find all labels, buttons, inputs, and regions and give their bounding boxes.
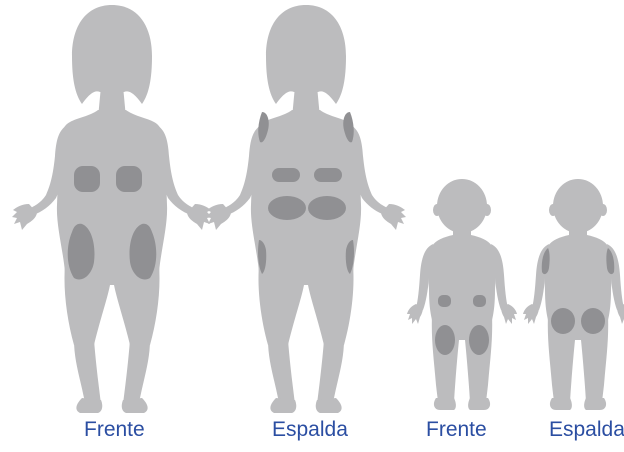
zone-upper-arm-left: [258, 112, 269, 143]
child-front-figure: [407, 179, 517, 410]
zone-child-upper-arm-right: [606, 248, 615, 275]
child-front-label: Frente: [426, 418, 487, 441]
zone-child-abdomen-left: [438, 295, 451, 307]
zone-lower-back-left: [272, 168, 300, 182]
child-back-figure: [523, 179, 624, 410]
zone-child-upper-arm-left: [541, 248, 550, 275]
adult-front-figure: [12, 5, 212, 413]
adult-front-silhouette: [12, 5, 212, 413]
zone-child-buttock-right: [581, 308, 605, 334]
adult-back-figure: [206, 5, 406, 413]
zone-abdomen-left: [74, 166, 100, 192]
adult-back-silhouette: [206, 5, 406, 413]
zone-buttock-left: [268, 196, 306, 220]
zone-child-buttock-left: [551, 308, 575, 334]
zone-buttock-right: [308, 196, 346, 220]
zone-outer-thigh-left: [258, 240, 267, 274]
zone-upper-arm-right: [343, 112, 354, 143]
adult-front-label: Frente: [84, 418, 145, 441]
zone-abdomen-right: [116, 166, 142, 192]
zone-child-abdomen-right: [473, 295, 486, 307]
child-back-silhouette: [523, 179, 624, 410]
zone-outer-thigh-right: [345, 240, 354, 274]
zone-child-thigh-right: [469, 325, 489, 355]
child-back-label: Espalda: [549, 418, 624, 441]
zone-thigh-right: [129, 223, 157, 280]
zone-thigh-left: [67, 223, 95, 280]
zone-lower-back-right: [314, 168, 342, 182]
child-front-silhouette: [407, 179, 517, 410]
zone-child-thigh-left: [435, 325, 455, 355]
adult-back-label: Espalda: [272, 418, 348, 441]
